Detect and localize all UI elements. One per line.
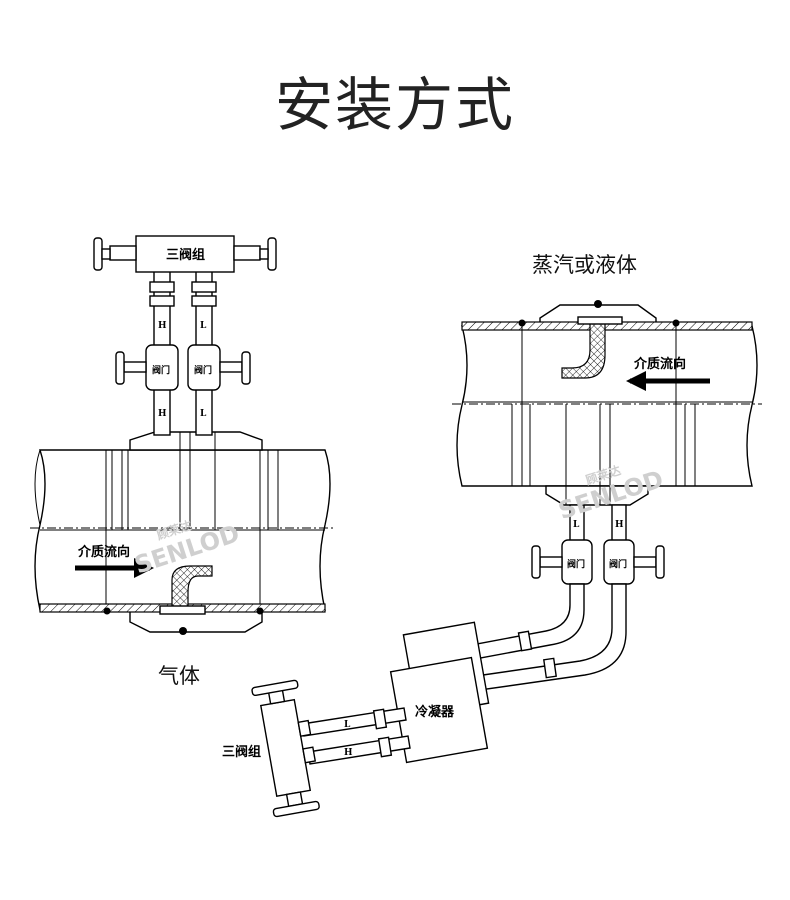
right-flow-label: 介质流向 — [633, 356, 686, 372]
right-manifold-label: 三阀组 — [222, 744, 261, 760]
right-valves: 阀门 阀门 — [531, 539, 665, 585]
right-medium-label: 蒸汽或液体 — [532, 253, 637, 277]
condenser-label: 冷凝器 — [415, 704, 455, 720]
left-l-label-top: L — [200, 321, 207, 331]
right-valve-label-l: 阀门 — [567, 558, 585, 570]
right-assembly: 蒸汽或液体 介质流向 — [222, 253, 762, 818]
left-assembly: 介质流向 H L H L 阀门 阀门 — [30, 235, 335, 688]
right-pipe: 介质流向 — [452, 300, 762, 506]
left-h-label-bottom: H — [158, 409, 167, 419]
left-manifold-label: 三阀组 — [166, 247, 205, 263]
left-h-label-top: H — [158, 321, 167, 331]
right-l-label: L — [573, 520, 580, 530]
left-flow-label: 介质流向 — [77, 544, 130, 560]
left-valve-label-h: 阀门 — [152, 364, 170, 376]
right-lower-l-label: L — [344, 720, 351, 730]
right-manifold — [251, 679, 320, 818]
left-pipe: 介质流向 — [30, 431, 335, 635]
left-valves: 阀门 阀门 — [115, 344, 251, 391]
page-title: 安装方式 — [274, 71, 515, 139]
right-bent-tubes — [465, 583, 627, 691]
right-lower-h-label: H — [344, 748, 353, 758]
right-lower-tubes: L H — [301, 707, 411, 765]
left-l-label-bottom: L — [200, 409, 207, 419]
right-h-label: H — [615, 520, 624, 530]
right-condenser: 冷凝器 — [389, 621, 490, 764]
left-medium-label: 气体 — [158, 664, 200, 688]
right-valve-label-h: 阀门 — [609, 558, 627, 570]
left-manifold: 三阀组 — [93, 235, 277, 273]
left-valve-label-l: 阀门 — [194, 364, 212, 376]
